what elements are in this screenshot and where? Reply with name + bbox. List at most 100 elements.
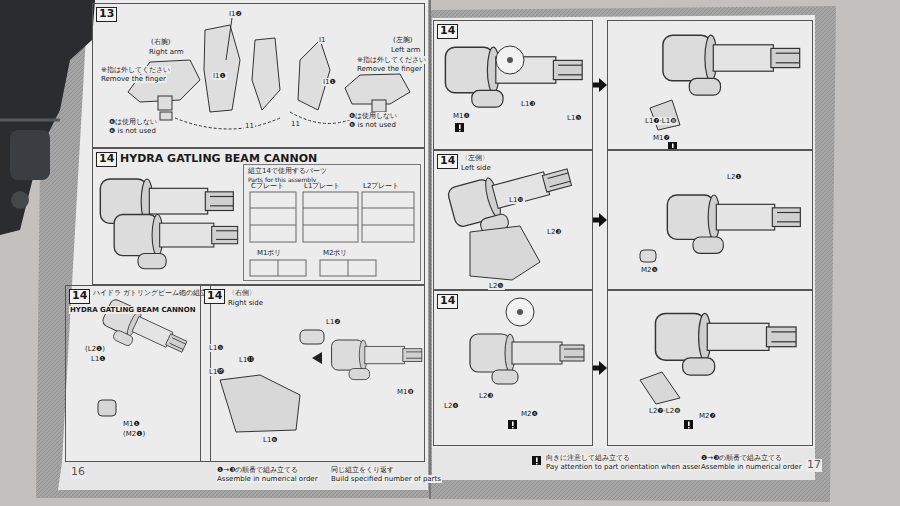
arrow-head [599,361,607,375]
panel-text: L2❶ [726,173,743,181]
step-arrow [593,213,607,227]
step-number: 14 [204,289,225,304]
cannon-illustration-part [312,352,322,364]
caution-mark-part [536,458,538,463]
panel-text: ハイドラ ガトリングビーム砲の組立 [92,289,208,297]
part-label: L1❸ [520,100,537,108]
cannon-illustration-part [114,215,237,269]
cannon-illustration-part [332,340,422,380]
arm-parts-part [226,18,232,60]
step-number: 14 [96,152,117,167]
cannon-illustration-part [517,309,523,315]
caution-mark-part [512,422,514,427]
arm-parts-part [298,40,330,110]
part-label: M1❽ [396,388,415,396]
part-label: (右腕) [150,38,171,46]
arm-parts-part [372,100,386,112]
cannon-illustration [97,35,800,432]
panel-text: 〈左側〉 [460,154,490,162]
panel-text: HYDRA GATLING BEAM CANNON [69,306,197,314]
caution-mark-part [459,130,461,131]
part-label: ※指は外してください [100,66,171,74]
cannon-illustration-part [640,372,680,404]
runner-frame [250,192,414,276]
part-label: M1❹ [452,112,471,120]
booklet [36,0,836,502]
runner-frame-part [250,260,306,276]
part-label: L1❺ [566,114,583,122]
booklet-part [36,0,430,498]
part-label: L1❿ [508,196,525,204]
part-label: L2❺ [488,282,505,290]
panel-text: Right side [227,299,264,307]
runner-frame-part [250,225,296,226]
part-label: Remove the finger [356,65,423,73]
part-label: Assemble in numerical order [216,475,319,483]
part-label: L1❺ [208,344,225,352]
part-label: I1❶ [212,72,227,80]
page-number: 16 [70,466,86,479]
runner-frame-part [362,208,414,209]
part-label: M1❼ [652,134,671,142]
arm-parts-part [204,25,240,112]
arm-parts-part [252,38,280,110]
part-label: (L2❶) [84,345,106,353]
arrow-shaft [593,83,599,88]
caution-mark-part [455,123,464,132]
part-label: 同じ組立をくり返す [330,466,395,474]
step-arrow [593,361,607,375]
part-label: M2ポリ [322,249,349,257]
step-panel: L2❶ [607,150,813,290]
booklet-part [432,448,815,480]
runner-frame-part [303,225,358,226]
part-label: 向きに注意して組み立てる [545,454,631,462]
panel-text: 組立14で使用するパーツ [247,167,328,175]
runner-frame-part [320,260,376,276]
arrow-head [599,78,607,92]
step-panel: 14 [433,290,593,446]
caution-mark-part [684,420,693,429]
runner-frame-part [362,225,414,226]
runner-parts-part [11,191,29,209]
part-label: ❻ is not used [348,121,397,129]
booklet-part [62,0,428,462]
part-label: L2❸ [546,228,563,236]
step-number: 14 [437,24,458,39]
cannon-illustration-part [496,46,524,74]
part-label: Remove the finger [100,75,167,83]
runner-frame-part [303,192,358,242]
part-label: L1プレート [303,182,341,190]
caution-mark-part [512,427,514,428]
part-label: L1⓬ [208,368,225,376]
part-label: 11 [244,122,255,130]
cannon-illustration-part [650,100,680,130]
panel-text: L2❼·L2❽ [648,407,681,415]
caution-mark-part [508,420,517,429]
arm-parts-part [160,112,172,120]
part-label: ❻ is not used [108,127,157,135]
part-label: Pay attention to part orientation when a… [545,463,723,471]
part-label: L1❻ [262,436,279,444]
booklet-part [430,6,836,502]
runner-parts-part [10,130,50,180]
step-number: 14 [437,154,458,169]
part-label: L1⓫ [238,356,255,364]
part-label: M2❺ [640,266,659,274]
step-arrow [593,78,607,92]
part-label: Right arm [148,48,185,56]
step-panel: 14 [433,20,593,150]
step-number: 13 [96,7,117,22]
runner-frame-part [250,192,296,242]
arrow-shaft [593,366,599,371]
runner-frame-part [303,208,358,209]
caution-mark-part [688,427,690,428]
caution-mark-part [672,144,674,149]
page-number: 17 [806,459,822,472]
part-label: ❻は使用しない [348,112,398,120]
part-label: 11 [290,120,301,128]
cannon-illustration-part [507,57,513,63]
cannon-illustration-part [220,375,300,432]
runner-frame-part [362,192,414,242]
arrow-shaft [593,218,599,223]
